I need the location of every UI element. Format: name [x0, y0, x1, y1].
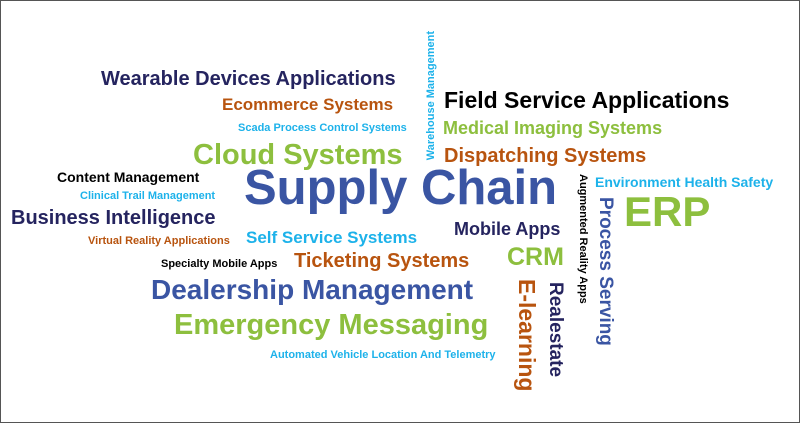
- word-specialty-mobile-apps: Specialty Mobile Apps: [161, 258, 278, 270]
- word-business-intelligence: Business Intelligence: [11, 207, 216, 229]
- word-dealership-management: Dealership Management: [151, 274, 474, 305]
- word-dispatching-systems: Dispatching Systems: [444, 145, 647, 167]
- word-supply-chain: Supply Chain: [244, 161, 558, 215]
- word-warehouse-management: Warehouse Management: [425, 31, 437, 161]
- word-ecommerce-systems: Ecommerce Systems: [222, 95, 394, 114]
- word-erp: ERP: [624, 188, 711, 235]
- word-scada-process-control-systems: Scada Process Control Systems: [238, 122, 407, 134]
- word-e-learning: E-learning: [514, 279, 540, 392]
- word-crm: CRM: [507, 243, 564, 271]
- word-self-service-systems: Self Service Systems: [246, 228, 418, 247]
- word-environment-health-safety: Environment Health Safety: [595, 174, 774, 190]
- word-realestate: Realestate: [545, 282, 566, 378]
- word-virtual-reality-applications: Virtual Reality Applications: [88, 235, 230, 247]
- word-cloud-systems: Cloud Systems: [193, 139, 403, 171]
- word-automated-vehicle-location-and-telemetry: Automated Vehicle Location And Telemetry: [270, 349, 496, 361]
- word-mobile-apps: Mobile Apps: [454, 219, 561, 239]
- word-process-serving: Process Serving: [595, 197, 616, 346]
- word-medical-imaging-systems: Medical Imaging Systems: [443, 118, 663, 138]
- word-augmented-reality-apps: Augmented Reality Apps: [577, 174, 589, 304]
- word-wearable-devices-applications: Wearable Devices Applications: [101, 68, 396, 90]
- word-clinical-trail-management: Clinical Trail Management: [80, 190, 216, 202]
- word-field-service-applications: Field Service Applications: [444, 87, 730, 113]
- word-ticketing-systems: Ticketing Systems: [294, 250, 470, 272]
- word-emergency-messaging: Emergency Messaging: [174, 309, 489, 341]
- word-content-management: Content Management: [57, 169, 200, 185]
